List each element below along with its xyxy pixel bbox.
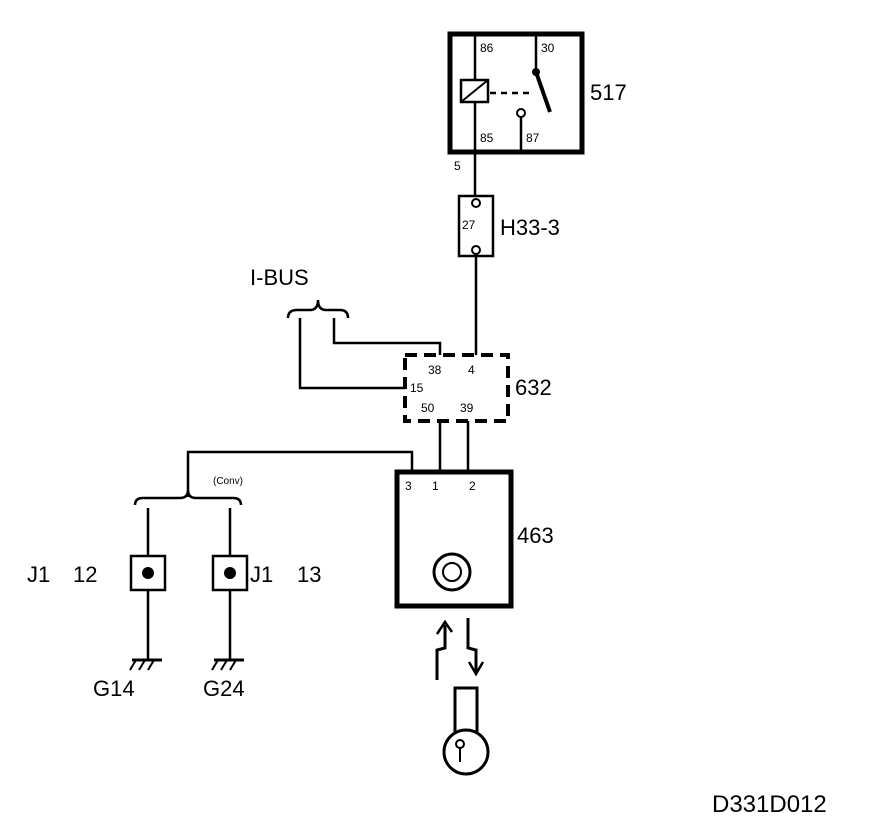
ibus-brace xyxy=(286,299,350,319)
module-632-pin-38: 38 xyxy=(428,363,442,377)
connector-name: J1 xyxy=(250,562,273,587)
module-463-pin-2: 2 xyxy=(469,479,476,493)
module-632-pin-4: 4 xyxy=(468,363,475,377)
connector-name: J1 xyxy=(27,562,50,587)
relay-pin-87: 87 xyxy=(526,131,540,145)
module-463-pin-3: 3 xyxy=(405,479,412,493)
ibus-wire-38 xyxy=(332,318,442,355)
relay-below-pin: 5 xyxy=(454,159,461,173)
conv-brace-group: (Conv) xyxy=(133,476,243,506)
relay-pin-30: 30 xyxy=(541,41,555,55)
ibus-wire-15 xyxy=(298,318,405,390)
module-463-box xyxy=(394,469,514,609)
wire-463-3-conv xyxy=(186,450,414,497)
relay-517: 86 30 85 87 517 5 xyxy=(447,31,627,173)
fuse-pin: 27 xyxy=(462,218,476,232)
receiver-icon xyxy=(432,552,472,592)
connector-j1-13: J1 13 xyxy=(211,554,321,592)
connector-pin-icon xyxy=(224,567,236,579)
conv-label: (Conv) xyxy=(213,476,243,487)
relay-box xyxy=(447,31,585,155)
fuse-h33-3: 27 H33-3 xyxy=(457,194,560,258)
ground-g24: G24 xyxy=(203,658,245,701)
ground-g14: G14 xyxy=(93,658,162,701)
connector-pin: 13 xyxy=(297,562,321,587)
relay-pin-86: 86 xyxy=(480,41,494,55)
module-463: 3 1 2 463 xyxy=(394,469,554,609)
connector-j1-12: J1 12 xyxy=(27,554,167,592)
connector-pin: 12 xyxy=(73,562,97,587)
relay-switch-icon xyxy=(534,71,552,113)
relay-name: 517 xyxy=(590,80,627,105)
module-463-name: 463 xyxy=(517,523,554,548)
module-632-box xyxy=(403,353,510,423)
ibus: I-BUS xyxy=(250,265,442,390)
module-632: 38 4 15 50 39 632 xyxy=(403,353,552,423)
module-632-pin-50: 50 xyxy=(421,401,435,415)
module-463-pin-1: 1 xyxy=(432,479,439,493)
module-632-pin-39: 39 xyxy=(460,401,474,415)
fuse-name: H33-3 xyxy=(500,215,560,240)
conv-brace xyxy=(133,489,243,506)
connector-pin-icon xyxy=(142,567,154,579)
key-fob-icon xyxy=(442,686,490,776)
relay-pin-85: 85 xyxy=(480,131,494,145)
ground-label: G24 xyxy=(203,676,245,701)
ibus-label: I-BUS xyxy=(250,265,309,290)
signal-up-arrow-icon xyxy=(435,619,454,680)
module-632-name: 632 xyxy=(515,375,552,400)
signal-down-arrow-icon xyxy=(466,618,485,677)
module-632-pin-15: 15 xyxy=(410,381,424,395)
ground-label: G14 xyxy=(93,676,135,701)
figure-reference: D331D012 xyxy=(712,791,827,818)
